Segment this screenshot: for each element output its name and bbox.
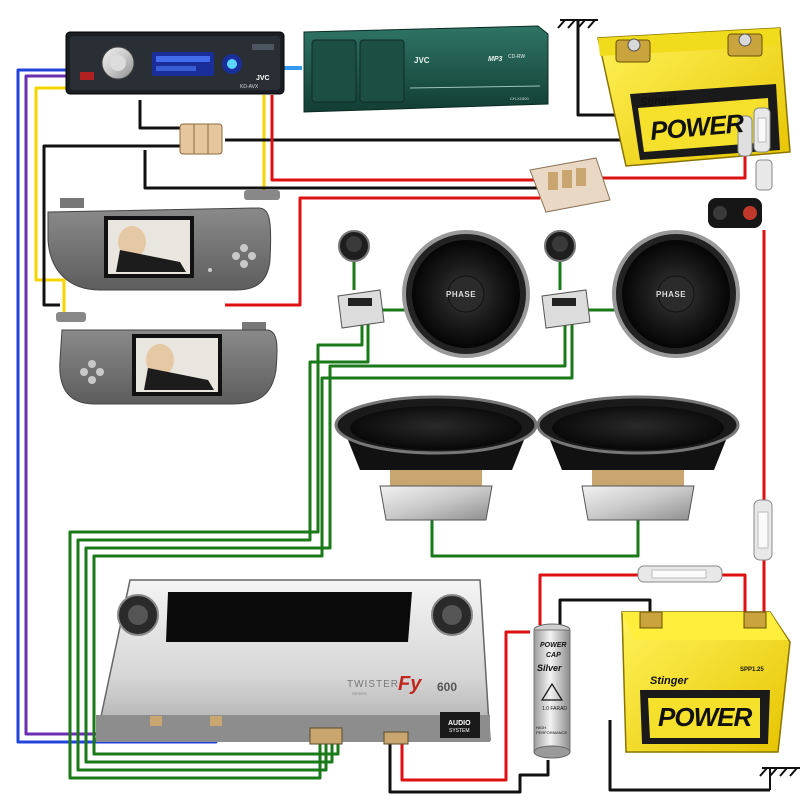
midrange-speaker-left (402, 230, 530, 358)
fuse-mid (737, 115, 753, 157)
ground-wire-visors (138, 100, 190, 130)
tweeter-left (338, 230, 370, 262)
acc-wire (34, 86, 68, 312)
speaker-wire-4 (92, 322, 574, 756)
capacitor-label-silver: Silver (537, 663, 562, 673)
battery-bottom-name: POWER (658, 702, 752, 732)
power-wire-bottom-fuse (720, 573, 747, 615)
capacitor-rating: 1.0 FARAD (542, 706, 568, 712)
crossover-right (541, 289, 591, 329)
battery-bottom (621, 611, 791, 753)
head-unit-model: KD-AVX (240, 84, 259, 90)
subwoofer-right (536, 395, 740, 521)
ground-wire-battery-chassis (608, 720, 770, 792)
distribution-block (529, 157, 611, 213)
speaker-wire-1 (68, 312, 364, 780)
amplifier (95, 579, 491, 745)
capacitor-desc-2: PERFORMANCE (536, 730, 568, 735)
ground-wire-visor2 (42, 144, 190, 307)
amp-model-number: 600 (437, 680, 458, 694)
capacitor-label-cap: CAP (546, 652, 561, 659)
speaker-wire-3 (84, 312, 567, 764)
battery-bottom-brand: Stinger (650, 675, 688, 687)
cd-changer (303, 25, 549, 113)
amp-brand: TWISTER (347, 679, 399, 690)
crossover-left (337, 289, 385, 329)
fuse-bottom-horizontal (637, 565, 723, 583)
power-wire-block-to-fuse (600, 150, 747, 180)
power-capacitor (533, 623, 571, 759)
head-unit (65, 31, 285, 95)
visor-screen-top (47, 190, 280, 291)
speaker-wire-sub1 (430, 500, 640, 558)
harness-connector (179, 123, 223, 155)
cd-changer-cd-logo: CD-RW (508, 54, 526, 60)
tweeter-right (544, 230, 576, 262)
power-wire-visors (225, 196, 540, 307)
amp-maker-sub: SYSTEM (449, 728, 470, 734)
amp-model-fy: Fy (398, 673, 422, 695)
battery-top-name: POWER (648, 107, 745, 147)
ground-symbol-bottom (759, 767, 800, 790)
cd-changer-mp3-logo: MP3 (488, 56, 503, 63)
amp-maker: AUDIO (448, 720, 471, 727)
wires (16, 20, 770, 794)
midrange-right-brand: PHASE (656, 290, 687, 299)
head-unit-brand: JVC (256, 75, 270, 82)
subwoofer-left (334, 395, 538, 521)
fuse-bottom-vertical (753, 499, 773, 561)
ground-wire-block (143, 150, 540, 190)
speaker-wire-2 (76, 322, 370, 772)
power-wire-amp (400, 630, 530, 782)
ground-wire-amp (388, 742, 550, 794)
battery-isolator (708, 198, 762, 228)
power-wire-cap (538, 573, 640, 625)
cd-changer-brand: JVC (414, 56, 430, 65)
capacitor-label-power: POWER (540, 642, 567, 649)
cd-changer-model: CH-X1500 (510, 96, 529, 101)
midrange-speaker-right (612, 230, 740, 358)
capacitor-desc: HIGH (536, 725, 546, 730)
power-wire-head (270, 95, 548, 182)
fuse-top (753, 107, 773, 191)
visor-screen-bottom (56, 312, 278, 405)
ground-symbol-top (557, 19, 598, 29)
midrange-left-brand: PHASE (446, 290, 477, 299)
amp-series: SERIES (352, 691, 367, 696)
battery-bottom-model: SPP1.25 (740, 667, 764, 673)
